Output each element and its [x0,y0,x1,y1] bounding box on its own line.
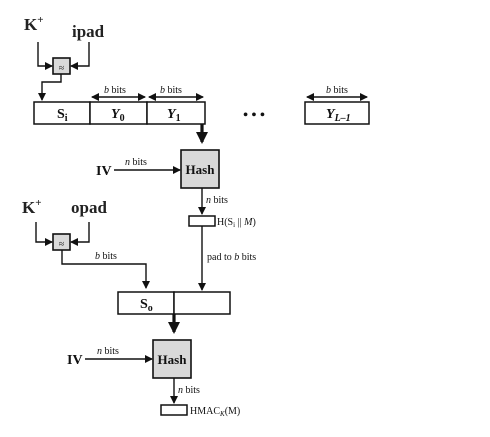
middle-key-label: K+ [22,197,42,217]
y0-label: Y0 [111,107,125,124]
xor-to-so-arrow [61,250,150,289]
outer-iv-nbits: n bits [97,346,119,357]
inner-iv-nbits: n bits [125,157,147,168]
inner-result-box [188,215,216,227]
xor-symbol-inner: ≈ [59,63,65,74]
xor-to-si-arrow [38,74,62,101]
ipad-label: ipad [72,22,105,41]
inner-iv-label: IV [96,164,112,179]
ylast-block [304,101,370,125]
pad-label: pad to b bits [207,252,256,263]
hmac-result-box [160,404,188,416]
si-label: Si [57,107,68,124]
y0-bbits-label: b bits [104,85,126,96]
inner-hash-box [180,149,220,189]
y1-label: Y1 [167,107,181,124]
key2-to-xor-arrow [35,222,53,246]
opad-label: opad [71,198,107,217]
y1-block [146,101,206,125]
svg-text:K+: K+ [22,197,42,217]
outer-hash-box [152,339,192,379]
svg-text:K+: K+ [24,14,44,34]
y1-bbits-label: b bits [160,85,182,96]
hmac-result-label: HMACK(M) [190,406,240,418]
ylast-bbits-label: b bits [326,85,348,96]
padded-block [173,291,231,315]
outer-iv-label: IV [67,353,83,368]
ylast-label: YL–1 [326,107,351,124]
inner-hash-label: Hash [186,162,216,177]
ellipsis: • • • [243,108,265,123]
block-row: Si Y0 Y1 YL–1 • • • [33,101,370,125]
xor-symbol-outer: ≈ [59,239,65,250]
inner-result-label: H(Si || M) [217,217,256,229]
ipad-to-xor-arrow [70,42,90,70]
outer-out-nbits: n bits [178,385,200,396]
opad-to-xor-arrow [70,222,90,246]
key-to-xor-arrow [37,42,53,70]
so-bbits-label: b bits [95,251,117,262]
top-key-label: K+ [24,14,44,34]
so-label: So [140,297,153,314]
inner-out-nbits: n bits [206,195,228,206]
outer-hash-label: Hash [158,352,188,367]
